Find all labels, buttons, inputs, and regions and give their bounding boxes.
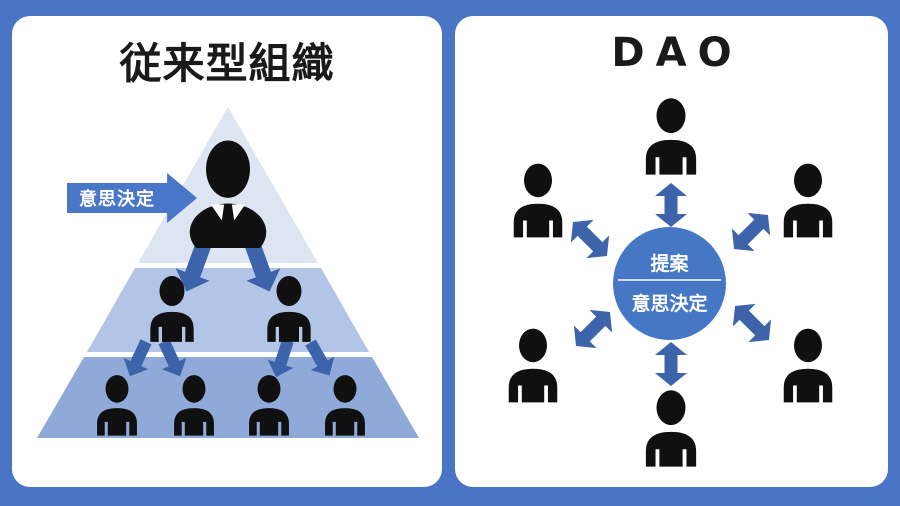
- delegation-arrow-icon: [267, 339, 294, 378]
- circle-divider: [618, 279, 721, 281]
- dao-network-diagram: [508, 98, 833, 467]
- interaction-arrow-icon: [570, 219, 610, 259]
- delegation-arrow-icon: [305, 339, 335, 376]
- member-icon: [645, 390, 697, 467]
- member-icon: [645, 98, 697, 175]
- delegation-arrow-icon: [123, 339, 152, 377]
- pyramid-tier-middle: [87, 268, 369, 352]
- interaction-arrow-icon: [732, 303, 772, 343]
- interaction-arrow-icon: [731, 212, 771, 252]
- pyramid-diagram: [37, 107, 419, 438]
- interaction-arrow-icon: [655, 183, 687, 227]
- member-icon: [783, 163, 833, 238]
- delegation-arrow-icon: [244, 241, 281, 292]
- interaction-arrow-icon: [655, 342, 687, 386]
- interaction-arrow-icon: [573, 309, 613, 349]
- delegation-arrow-icon: [175, 241, 212, 292]
- decision-tag-label: 意思決定: [79, 189, 155, 210]
- dao-center-circle: 提案 意思決定: [613, 227, 726, 340]
- member-icon: [783, 328, 833, 403]
- proposal-label: 提案: [650, 253, 689, 275]
- member-icon: [508, 328, 558, 403]
- traditional-org-title: 従来型組織: [119, 39, 335, 88]
- dao-title: DAO: [611, 30, 743, 76]
- dao-panel: DAO: [455, 16, 888, 487]
- traditional-org-panel: 従来型組織: [12, 16, 442, 487]
- delegation-arrow-icon: [158, 339, 187, 377]
- member-icon: [513, 163, 563, 238]
- decision-label: 意思決定: [631, 293, 708, 315]
